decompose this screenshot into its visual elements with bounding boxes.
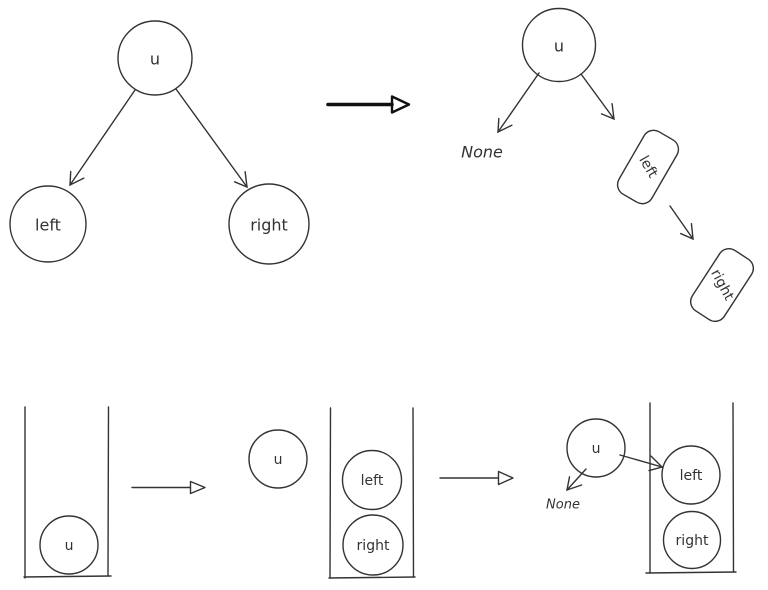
- tree-node-right-circle: [228, 183, 310, 265]
- bold-transform-arrow: [326, 95, 411, 114]
- stack2-bottom: [328, 576, 416, 579]
- tree-node-u-label: u: [150, 50, 160, 69]
- stack2-left-wall: [329, 407, 332, 579]
- stack2-item-right-label: right: [357, 538, 390, 554]
- stack2-right-wall: [412, 407, 415, 578]
- edge-u-to-none-arrow-bottom: [566, 468, 587, 492]
- tree-node-left-circle: [9, 185, 87, 263]
- stack3-bottom: [645, 571, 737, 574]
- stack2-item-left-label: left: [361, 473, 384, 489]
- tree2-node-u-circle: [521, 7, 597, 83]
- stack1-bottom: [23, 575, 112, 578]
- stack2-item-left-circle: [341, 449, 403, 511]
- stack3-item-left-circle: [661, 445, 721, 505]
- edge-leftbox-to-rightbox-arrow: [669, 205, 694, 241]
- edge-u-to-left-arrow: [69, 89, 136, 187]
- leftbox-rounded-rect: [616, 129, 680, 205]
- stack3-right-wall: [732, 402, 735, 573]
- tree-node-right-label: right: [250, 216, 288, 235]
- rightbox-rounded-rect: [689, 247, 755, 323]
- ink-strokes-layer: [9, 7, 755, 579]
- popped-u-circle-stage2: [248, 429, 308, 489]
- popped-u-label-stage2: u: [274, 452, 283, 468]
- rightbox-label: right: [707, 267, 737, 304]
- stack3-item-left-label: left: [680, 468, 703, 484]
- stack1-item-u-circle: [39, 515, 99, 575]
- tree-node-u-circle: [117, 20, 193, 96]
- stack1-right-wall: [107, 406, 110, 577]
- popped-u-label-stage3: u: [592, 441, 601, 457]
- edge-u-to-left-arrow-bottom: [619, 454, 664, 472]
- bold-arrowhead-icon: [390, 95, 411, 114]
- labels-layer: u left right u None left right u u left …: [35, 37, 737, 555]
- tree-node-left-label: left: [35, 216, 61, 235]
- edge-u-to-right-arrow: [175, 88, 248, 189]
- edge-u-to-none-arrow: [497, 72, 540, 134]
- leftbox-label: left: [635, 153, 660, 181]
- popped-u-circle-stage3: [566, 418, 626, 478]
- stack1-item-u-label: u: [65, 538, 74, 554]
- stack2-item-right-circle: [342, 514, 404, 576]
- stack3-item-right-label: right: [676, 533, 709, 549]
- transition2-arrowhead-icon: [497, 470, 514, 486]
- none-label-bottom: None: [546, 498, 580, 513]
- stack3-item-right-circle: [662, 510, 722, 570]
- transition1-arrowhead-icon: [189, 480, 206, 495]
- none-label-top: None: [461, 143, 503, 162]
- tree2-node-u-label: u: [554, 37, 564, 56]
- edge-u-to-leftbox-arrow: [580, 73, 615, 121]
